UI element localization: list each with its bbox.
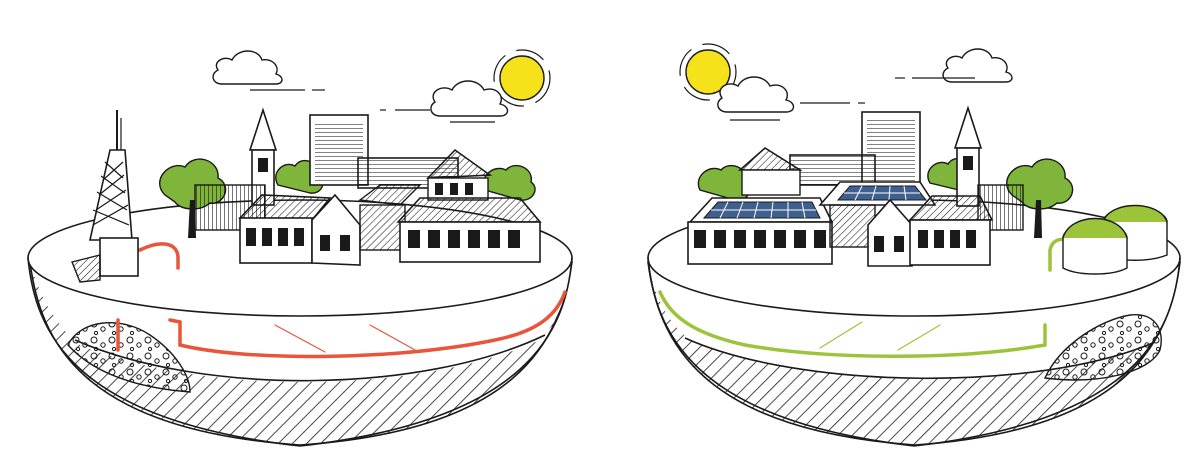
house-icon bbox=[868, 196, 992, 266]
cloud-icon bbox=[943, 49, 1012, 82]
cloud-icon bbox=[213, 51, 282, 84]
sun-icon bbox=[494, 50, 550, 106]
island-fossil bbox=[28, 50, 572, 446]
house-icon bbox=[398, 198, 540, 262]
church-tower-icon bbox=[955, 108, 981, 206]
tree-icon bbox=[483, 166, 535, 201]
solar-house-icon bbox=[688, 198, 832, 264]
house-icon bbox=[240, 195, 360, 265]
solar-panel-icon bbox=[838, 186, 926, 200]
cloud-icon bbox=[718, 77, 794, 112]
cloud-icon bbox=[431, 81, 508, 116]
island-renewable bbox=[648, 44, 1180, 446]
solar-panel-icon bbox=[704, 202, 820, 218]
long-building-icon bbox=[790, 155, 875, 185]
